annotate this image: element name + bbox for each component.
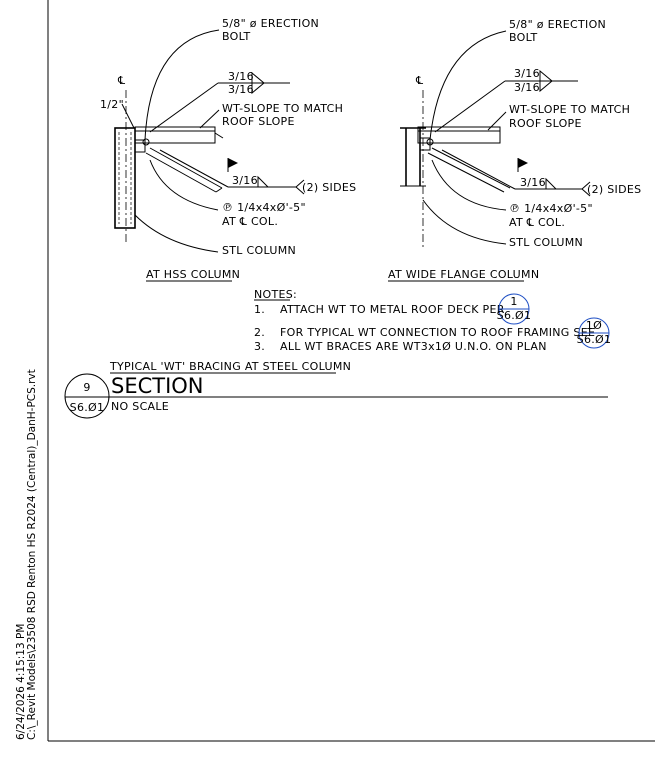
beam-section bbox=[417, 126, 501, 144]
wt-callout-line1: WT-SLOPE TO MATCH bbox=[222, 102, 343, 115]
brace-line-bottom bbox=[145, 152, 217, 193]
note-2-reference-bubble[interactable]: 1Ø S6.Ø1 bbox=[577, 317, 612, 349]
stamp-date: 6/24/2026 4:15:13 PM bbox=[15, 624, 27, 740]
section-sheet: S6.Ø1 bbox=[70, 401, 105, 414]
detail-hss-column: 5/8" ø ERECTION BOLT ℄ 1/2" 3/16 3/16 WT… bbox=[100, 17, 356, 282]
centerline-mark: ℄ bbox=[415, 74, 423, 87]
note-1-reference-bubble[interactable]: 1 S6.Ø1 bbox=[497, 293, 532, 325]
gap-leader bbox=[121, 103, 135, 129]
section-marker-circle bbox=[64, 373, 110, 419]
weld-top: 3/16 bbox=[514, 67, 540, 80]
connection-plate bbox=[419, 137, 431, 151]
ref-sheet-number[interactable]: S6.Ø1 bbox=[497, 309, 532, 322]
column-label: STL COLUMN bbox=[509, 236, 583, 249]
side-weld-arrow bbox=[159, 149, 229, 188]
centerline-mark: ℄ bbox=[117, 74, 125, 87]
detail-title: AT HSS COLUMN bbox=[146, 268, 240, 281]
sides-label: (2) SIDES bbox=[302, 181, 356, 194]
weld-fillet-flag bbox=[539, 69, 553, 93]
erection-bolt bbox=[142, 138, 150, 146]
note-1-text: ATTACH WT TO METAL ROOF DECK PER bbox=[280, 303, 505, 316]
beam-section bbox=[134, 126, 216, 144]
section-title-block: TYPICAL 'WT' BRACING AT STEEL COLUMN 9 S… bbox=[64, 360, 608, 419]
notes-block: NOTES: 1. ATTACH WT TO METAL ROOF DECK P… bbox=[254, 288, 611, 353]
weld-bottom: 3/16 bbox=[228, 83, 254, 96]
side-weld-tail-a bbox=[581, 181, 591, 190]
note-1-number: 1. bbox=[254, 303, 265, 316]
ref-detail-number[interactable]: 1Ø bbox=[586, 319, 602, 332]
ref-detail-number[interactable]: 1 bbox=[510, 295, 517, 308]
weld-fillet-flag bbox=[251, 71, 265, 95]
brace-line-top bbox=[149, 147, 223, 189]
bolt-leader bbox=[144, 29, 220, 141]
erection-bolt bbox=[426, 138, 434, 146]
notes-heading: NOTES: bbox=[254, 288, 297, 301]
margin-stamp: 6/24/2026 4:15:13 PM C:\_Revit Models\23… bbox=[15, 369, 38, 740]
side-weld-arrow bbox=[441, 149, 516, 190]
beam-end bbox=[214, 132, 224, 139]
plate-callout-line1: ℗ 1/4x4xØ'-5" bbox=[222, 201, 306, 214]
wt-callout-line2: ROOF SLOPE bbox=[509, 117, 582, 130]
bolt-callout-line1: 5/8" ø ERECTION bbox=[222, 17, 319, 30]
weld-side: 3/16 bbox=[520, 176, 546, 189]
weld-side: 3/16 bbox=[232, 174, 258, 187]
weld-arrow bbox=[149, 82, 219, 133]
stamp-path: C:\_Revit Models\23508 RSD Renton HS R20… bbox=[26, 369, 38, 740]
section-number: 9 bbox=[83, 381, 90, 394]
ref-sheet-number[interactable]: S6.Ø1 bbox=[577, 333, 612, 346]
side-weld-tail-b bbox=[581, 188, 591, 197]
plate-leader bbox=[431, 159, 507, 211]
brace-end bbox=[215, 187, 223, 193]
gap-dimension: 1/2" bbox=[100, 98, 124, 111]
bolt-callout-line2: BOLT bbox=[222, 30, 251, 43]
hss-column bbox=[114, 127, 136, 229]
detail-wide-flange-column: 5/8" ø ERECTION BOLT ℄ 3/16 3/16 WT-SLOP… bbox=[388, 18, 641, 282]
detail-title: AT WIDE FLANGE COLUMN bbox=[388, 268, 539, 281]
bolt-callout-line1: 5/8" ø ERECTION bbox=[509, 18, 606, 31]
plate-callout-line2: AT ℄ COL. bbox=[222, 215, 278, 228]
side-weld-fillet bbox=[257, 175, 270, 188]
weld-top: 3/16 bbox=[228, 70, 254, 83]
field-weld-flag bbox=[228, 158, 238, 168]
section-subtitle: TYPICAL 'WT' BRACING AT STEEL COLUMN bbox=[109, 360, 351, 373]
note-2-text: FOR TYPICAL WT CONNECTION TO ROOF FRAMIN… bbox=[280, 326, 595, 339]
plate-callout-line1: ℗ 1/4x4xØ'-5" bbox=[509, 202, 593, 215]
plate-leader bbox=[149, 159, 219, 211]
wt-callout-line1: WT-SLOPE TO MATCH bbox=[509, 103, 630, 116]
weld-arrow bbox=[434, 80, 506, 133]
side-weld-tail-a bbox=[295, 179, 305, 188]
wt-callout-line2: ROOF SLOPE bbox=[222, 115, 295, 128]
bolt-leader bbox=[429, 30, 507, 141]
column-leader bbox=[134, 214, 219, 253]
note-3-number: 3. bbox=[254, 340, 265, 353]
section-scale: NO SCALE bbox=[111, 400, 169, 413]
column-label: STL COLUMN bbox=[222, 244, 296, 257]
side-weld-tail-b bbox=[295, 186, 305, 195]
side-weld-fillet bbox=[545, 177, 558, 190]
wt-leader bbox=[199, 109, 220, 129]
note-2-number: 2. bbox=[254, 326, 265, 339]
bolt-callout-line2: BOLT bbox=[509, 31, 538, 44]
column-leader bbox=[422, 199, 507, 245]
section-title: SECTION bbox=[111, 374, 204, 398]
sides-label: (2) SIDES bbox=[587, 183, 641, 196]
note-3-text: ALL WT BRACES ARE WT3x1Ø U.N.O. ON PLAN bbox=[280, 340, 547, 353]
connection-plate bbox=[134, 139, 146, 153]
field-weld-flag bbox=[518, 158, 528, 168]
weld-bottom: 3/16 bbox=[514, 81, 540, 94]
brace-line-bottom bbox=[427, 152, 505, 193]
brace-line-top bbox=[431, 147, 511, 189]
plate-callout-line2: AT ℄ COL. bbox=[509, 216, 565, 229]
